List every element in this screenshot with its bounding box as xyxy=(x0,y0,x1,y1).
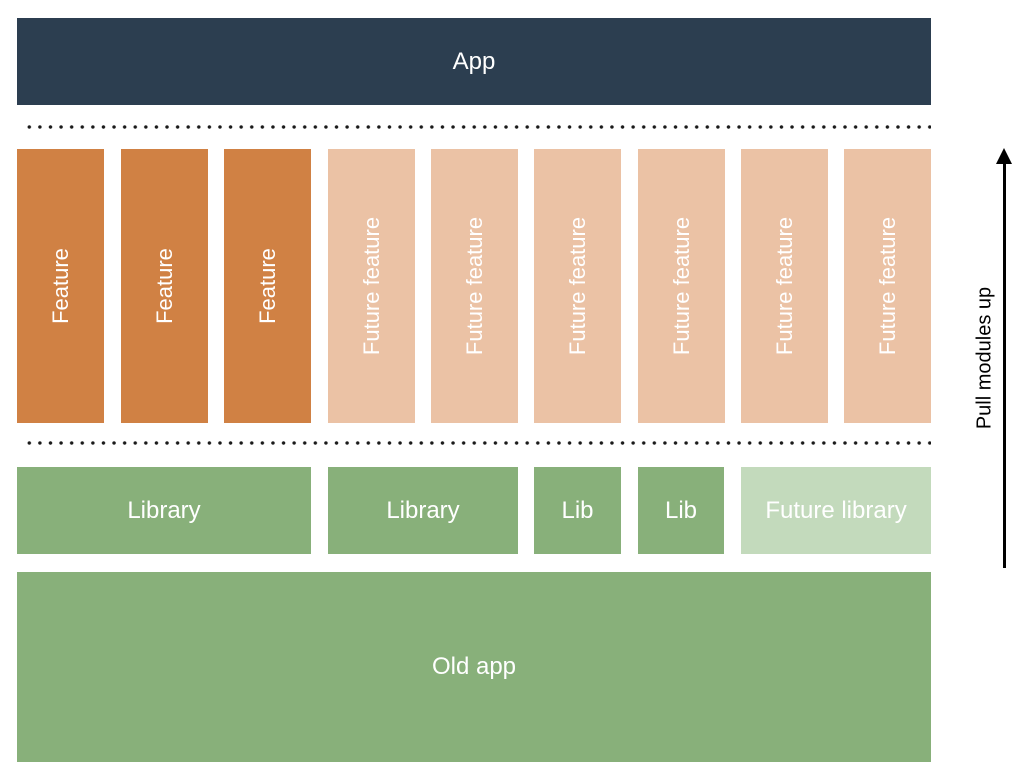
dotted-separator-top xyxy=(24,125,931,129)
old-app-layer: Old app xyxy=(17,572,931,762)
library-label: Library xyxy=(386,496,460,524)
dotted-separator-bottom xyxy=(24,441,931,445)
future-feature-module-5: Future feature xyxy=(741,149,828,423)
lib-label: Lib xyxy=(664,496,698,524)
app-layer: App xyxy=(17,18,931,105)
library-module-2: Library xyxy=(328,467,518,554)
feature-module-1: Feature xyxy=(17,149,104,423)
future-feature-module-4: Future feature xyxy=(638,149,725,423)
future-feature-module-1: Future feature xyxy=(328,149,415,423)
feature-module-label: Feature xyxy=(151,248,177,324)
future-feature-label: Future feature xyxy=(358,216,384,356)
feature-module-label: Feature xyxy=(47,248,73,324)
future-library-module: Future library xyxy=(741,467,931,554)
arrow-up-icon xyxy=(996,148,1012,164)
feature-module-3: Feature xyxy=(224,149,311,423)
future-feature-module-2: Future feature xyxy=(431,149,518,423)
arrow-label: Pull modules up xyxy=(973,286,996,430)
lib-label: Lib xyxy=(561,496,594,524)
future-feature-label: Future feature xyxy=(771,216,797,356)
lib-module-2: Lib xyxy=(638,467,724,554)
future-feature-label: Future feature xyxy=(461,216,487,356)
future-feature-label: Future feature xyxy=(668,216,694,356)
old-app-label: Old app xyxy=(431,653,517,680)
library-module-1: Library xyxy=(17,467,311,554)
future-feature-module-3: Future feature xyxy=(534,149,621,423)
feature-module-2: Feature xyxy=(121,149,208,423)
lib-module-1: Lib xyxy=(534,467,621,554)
future-feature-module-6: Future feature xyxy=(844,149,931,423)
arrow-shaft xyxy=(1003,162,1006,568)
future-feature-label: Future feature xyxy=(874,216,900,356)
future-library-label: Future library xyxy=(765,496,907,524)
app-label: App xyxy=(452,47,496,75)
feature-module-label: Feature xyxy=(254,248,280,324)
library-label: Library xyxy=(127,496,201,524)
future-feature-label: Future feature xyxy=(564,216,590,356)
